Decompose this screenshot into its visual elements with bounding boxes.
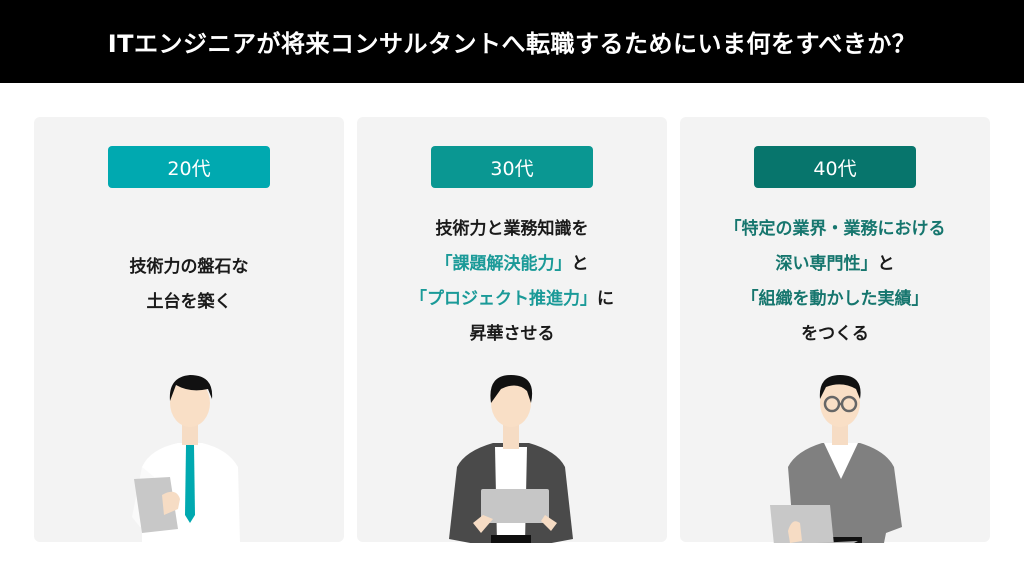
- young-engineer-illustration-icon: [132, 375, 240, 543]
- title-banner: ITエンジニアが将来コンサルタントへ転職するためにいま何をすべきか？: [0, 0, 1024, 83]
- age-badge-40s: 40代: [754, 146, 916, 188]
- text-particle: と: [571, 254, 589, 274]
- text-line: 深い専門性」と: [680, 247, 990, 282]
- text-line: 技術力と業務知識を: [435, 219, 589, 239]
- age-badge-20s: 20代: [108, 146, 270, 188]
- card-40s: 40代 「特定の業界・業務における 深い専門性」と 「組織を動かした実績」 をつ…: [680, 117, 990, 543]
- midcareer-engineer-illustration-icon: [449, 375, 573, 543]
- text-particle: と: [877, 254, 895, 274]
- senior-engineer-illustration-icon: [770, 375, 902, 543]
- text-line: をつくる: [801, 324, 869, 344]
- card-30s: 30代 技術力と業務知識を 「課題解決能力」と 「プロジェクト推進力」に 昇華さ…: [357, 117, 667, 543]
- card-20s-description: 技術力の盤石な 土台を築く: [34, 250, 344, 320]
- card-20s: 20代 技術力の盤石な 土台を築く: [34, 117, 344, 543]
- text-line: 「組織を動かした実績」: [741, 289, 929, 309]
- text-line: 「プロジェクト推進力」に: [357, 282, 667, 317]
- page-title: ITエンジニアが将来コンサルタントへ転職するためにいま何をすべきか？: [107, 30, 917, 58]
- highlight-project-drive: 「プロジェクト推進力」: [410, 289, 597, 309]
- highlight-expertise: 深い専門性」: [775, 254, 878, 274]
- card-40s-description: 「特定の業界・業務における 深い専門性」と 「組織を動かした実績」 をつくる: [680, 212, 990, 352]
- highlight-problem-solving: 「課題解決能力」: [435, 254, 572, 274]
- age-badge-30s: 30代: [431, 146, 593, 188]
- text-line: 土台を築く: [146, 292, 232, 312]
- card-30s-description: 技術力と業務知識を 「課題解決能力」と 「プロジェクト推進力」に 昇華させる: [357, 212, 667, 352]
- text-line: 「特定の業界・業務における: [724, 219, 946, 239]
- text-line: 昇華させる: [469, 324, 555, 344]
- text-line: 「課題解決能力」と: [357, 247, 667, 282]
- text-line: 技術力の盤石な: [129, 257, 249, 277]
- text-particle: に: [597, 289, 614, 309]
